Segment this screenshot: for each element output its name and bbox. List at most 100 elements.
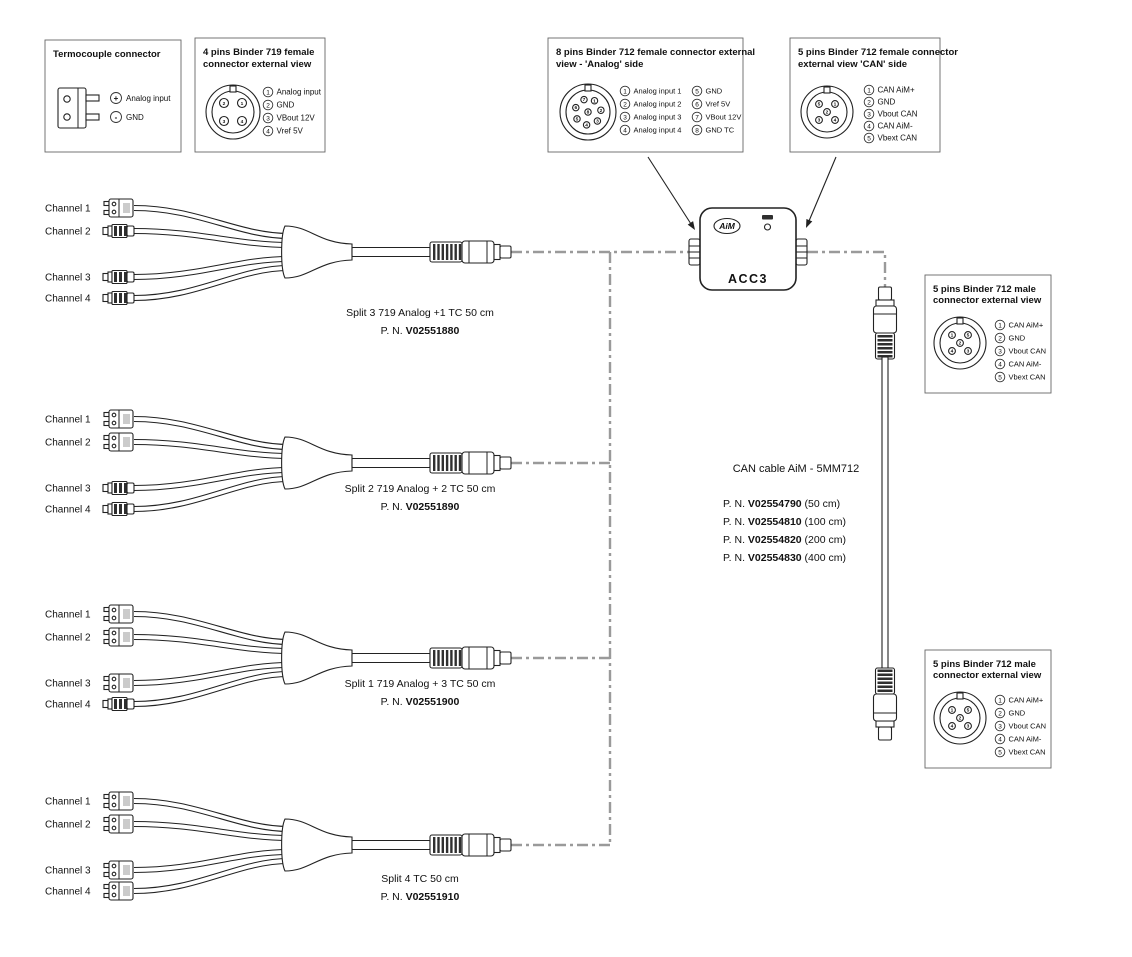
pin-num: 1 [867,87,871,94]
analog-719-connector-icon [102,480,135,496]
part-number: V02554820 [748,534,802,546]
channel-label: Channel 4 [45,294,91,305]
analog-719-connector-icon [102,501,135,517]
pin-num: 6 [695,101,699,108]
pin-num: 1 [998,697,1002,704]
channel-label: Channel 1 [45,204,91,215]
pin-num: 3 [266,115,270,122]
part-number: V02551910 [406,891,460,903]
can-cable-top-connector-icon [872,286,898,360]
part-number: V02551880 [406,325,460,337]
pin-label: Analog input 1 [634,87,682,96]
device-model-label: ACC3 [728,272,768,286]
pin-num: 5 [695,88,699,95]
binder719-face-icon [205,84,261,140]
pin-label: Vref 5V [277,127,304,136]
channel-label: Channel 2 [45,438,91,449]
thermocouple-connector-icon [103,409,134,429]
pin-num: 2 [266,102,270,109]
face-pin-number: 1 [241,101,244,107]
face-pin-number: 4 [585,123,588,129]
face-pin-number: 1 [951,333,954,339]
channel-label: Channel 3 [45,679,91,690]
pin-num: 2 [998,335,1002,342]
pin-label: GND [706,87,723,96]
thermocouple-connector-icon [103,673,134,693]
thermocouple-plug-icon [57,87,100,129]
pin-label: GND [126,113,144,122]
thermocouple-connector-icon [103,604,134,624]
pin-label: Vbout CAN [1009,722,1047,731]
pn-prefix: P. N. [381,325,406,337]
pin-num: + [114,94,119,103]
can-cable [872,286,898,741]
split-caption: Split 3 719 Analog +1 TC 50 cm [346,307,494,319]
thermocouple-connector-icon [103,627,134,647]
pin-num: 1 [266,89,270,96]
channel-label: Channel 3 [45,273,91,284]
box-title-line1: 5 pins Binder 712 male [933,284,1036,295]
can-part-number-line: P. N. V02554820 (200 cm) [723,534,846,546]
pin-label: Vbext CAN [1009,748,1046,757]
box-title-line2: connector external view [203,59,312,70]
pn-prefix: P. N. [723,516,748,528]
channel-label: Channel 3 [45,484,91,495]
split-part-number: P. N. V02551900 [381,696,460,708]
face-pin-number: 2 [959,716,962,722]
split-caption: Split 2 719 Analog + 2 TC 50 cm [345,483,496,495]
acc3-left-connector-icon [688,238,701,266]
face-pin-number: 5 [967,708,970,714]
pin-num: 3 [998,723,1002,730]
pin-label: Vbout CAN [1009,347,1047,356]
pin-num: 8 [695,127,699,134]
analog-719-connector-icon [102,223,135,239]
callout-arrow-analog [647,156,695,230]
split-harness-icon [133,415,512,513]
split-part-number: P. N. V02551890 [381,501,460,513]
channel-label: Channel 1 [45,797,91,808]
thermocouple-connector-icon [103,198,134,218]
box-title-line1: 5 pins Binder 712 female connector [798,47,958,58]
can-part-number-line: P. N. V02554810 (100 cm) [723,516,846,528]
pin-label: Analog input 4 [634,126,682,135]
face-pin-number: 2 [826,110,829,116]
channel-label: Channel 3 [45,866,91,877]
pin-num: 1 [998,322,1002,329]
legend-box-binder712-female-analog: 8 pins Binder 712 female connector exter… [547,37,755,153]
split-1: Channel 1 Channel 2 Channel 3 Channel 4 … [45,198,512,337]
pin-label: Vbext CAN [1009,373,1046,382]
cable-length: (50 cm) [802,498,841,510]
face-pin-number: 4 [951,349,954,355]
callout-arrow-can [806,156,837,228]
analog-719-connector-icon [102,290,135,306]
pin-num: 4 [867,123,871,130]
signal-routes [511,250,887,847]
pin-num: 5 [867,135,871,142]
can-cable-labels: CAN cable AiM - 5MM712 P. N. V02554790 (… [723,463,859,564]
box-title-line1: 4 pins Binder 719 female [203,47,314,58]
face-pin-number: 4 [834,118,837,124]
pin-label: Analog input 2 [634,100,682,109]
thermocouple-connector-icon [103,814,134,834]
pin-num: 4 [623,127,627,134]
thermocouple-connector-icon [103,791,134,811]
pn-prefix: P. N. [381,696,406,708]
pin-num: 2 [623,101,627,108]
channel-label: Channel 4 [45,887,91,898]
legend-box-binder719-female: 4 pins Binder 719 female connector exter… [194,37,326,153]
pin-label: Vbext CAN [878,134,918,143]
brand-label: AiM [718,221,736,231]
pin-label: Vref 5V [706,100,731,109]
box-title-line2: external view 'CAN' side [798,59,907,70]
face-pin-number: 3 [967,724,970,730]
face-pin-number: 6 [574,105,577,111]
cable-length: (200 cm) [802,534,846,546]
box-title: Termocouple connector [53,49,161,60]
can-cable-bottom-connector-icon [872,667,898,741]
thermocouple-connector-icon [103,881,134,901]
cable-length: (400 cm) [802,552,846,564]
